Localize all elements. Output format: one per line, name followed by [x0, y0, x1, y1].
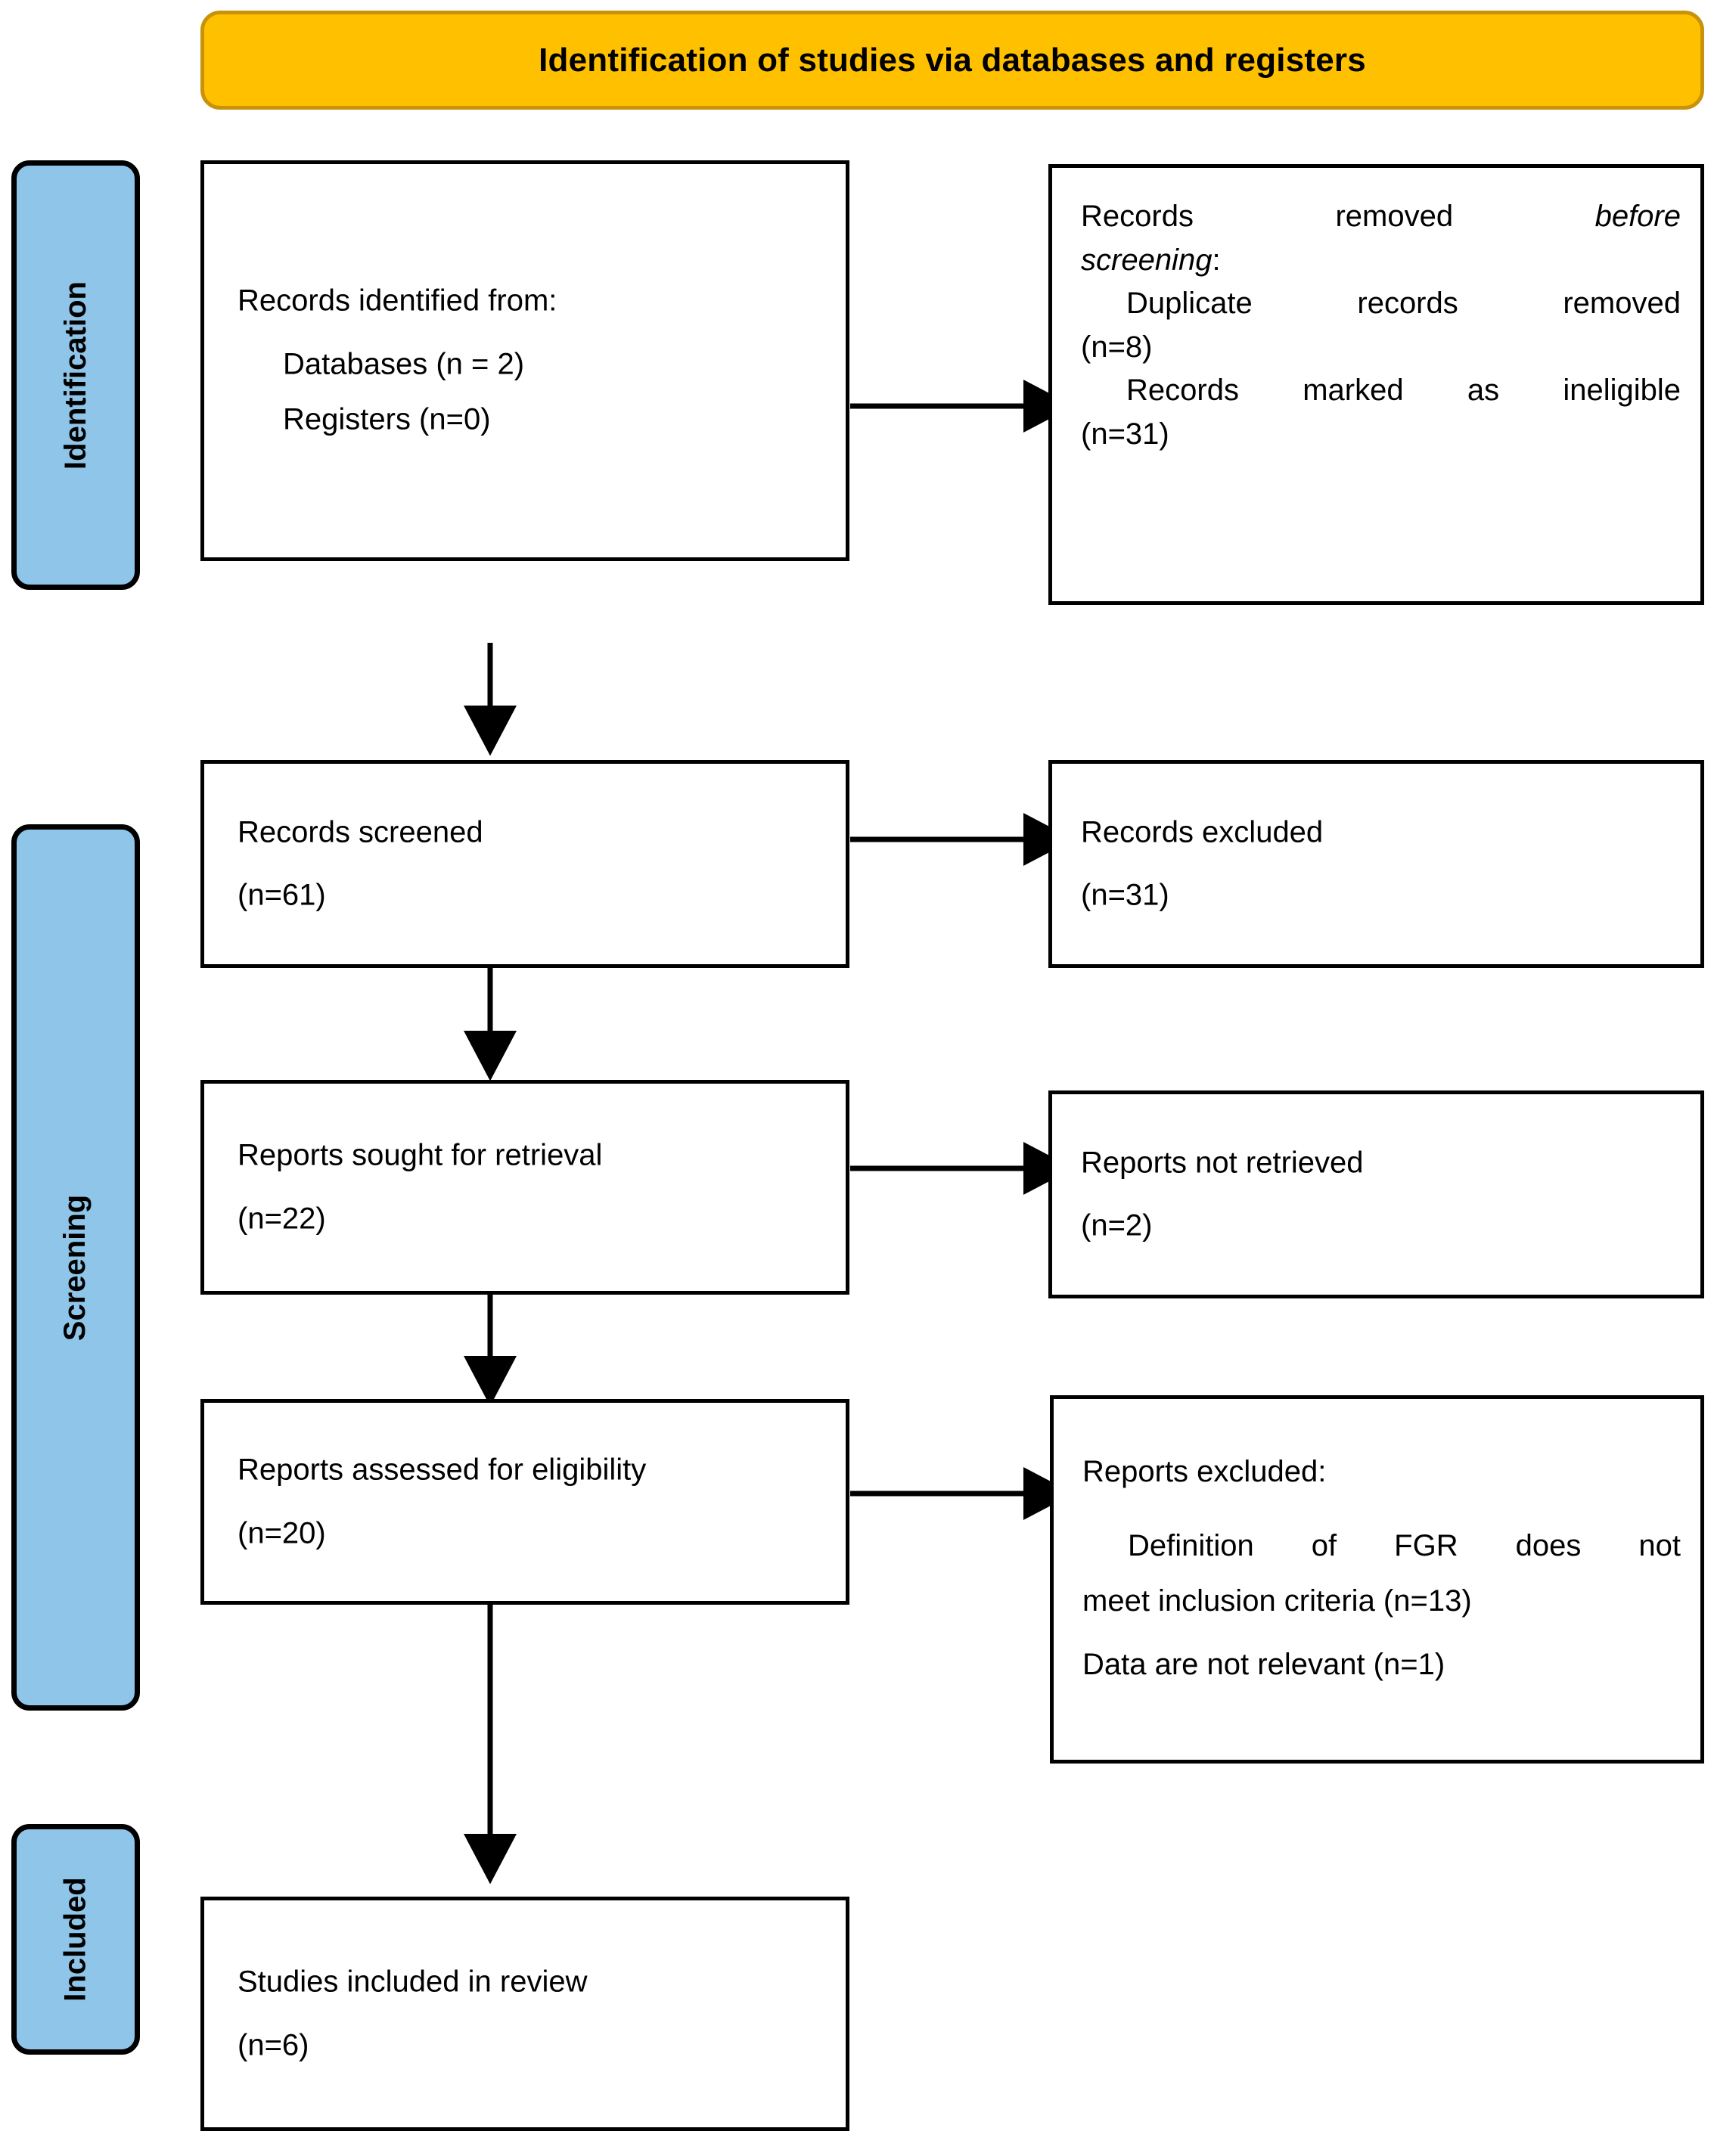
reports-not-retrieved-count: (n=2) [1081, 1208, 1153, 1242]
records-removed-colon: : [1212, 243, 1221, 277]
node-records-identified: Records identified from: Databases (n = … [200, 160, 849, 561]
records-removed-heading-italic: before [1594, 200, 1681, 233]
header-title: Identification of studies via databases … [539, 41, 1366, 79]
node-reports-excluded: Reports excluded: Definition of FGR does… [1050, 1395, 1704, 1764]
duplicate-records-removed-count: (n=8) [1081, 330, 1153, 364]
reports-not-retrieved-label: Reports not retrieved [1081, 1145, 1364, 1179]
records-marked-ineligible-label: Records marked as ineligible [1126, 374, 1681, 408]
node-records-excluded: Records excluded (n=31) [1048, 760, 1704, 968]
phase-sidebar-screening: Screening [11, 824, 140, 1711]
records-removed-heading-line-1: Records removed before [1081, 195, 1681, 239]
records-removed-heading-line-2: screening: [1081, 239, 1681, 283]
records-screened-label: Records screened [238, 814, 483, 848]
records-excluded-count: (n=31) [1081, 878, 1169, 912]
records-excluded-label: Records excluded [1081, 814, 1324, 848]
studies-included-count: (n=6) [238, 2028, 309, 2061]
phase-label-included: Included [58, 1877, 92, 2002]
records-marked-ineligible-count: (n=31) [1081, 417, 1169, 451]
node-reports-assessed: Reports assessed for eligibility (n=20) [200, 1399, 849, 1605]
phase-sidebar-identification: Identification [11, 160, 140, 590]
phase-label-screening: Screening [58, 1194, 92, 1341]
reports-sought-label: Reports sought for retrieval [238, 1138, 603, 1172]
records-identified-databases: Databases (n = 2) [283, 347, 525, 381]
reports-assessed-label: Reports assessed for eligibility [238, 1453, 647, 1487]
node-studies-included: Studies included in review (n=6) [200, 1897, 849, 2131]
phase-sidebar-included: Included [11, 1824, 140, 2055]
records-identified-registers: Registers (n=0) [283, 402, 491, 436]
reports-excluded-reason-1-part-1: Definition of FGR does not [1128, 1528, 1681, 1562]
records-removed-heading-text: Records removed [1081, 200, 1454, 233]
records-removed-screening-italic: screening [1081, 243, 1213, 277]
node-records-screened: Records screened (n=61) [200, 760, 849, 968]
node-records-removed-before-screening: Records removed before screening: Duplic… [1048, 164, 1704, 605]
diagram-header-banner: Identification of studies via databases … [200, 11, 1704, 110]
studies-included-label: Studies included in review [238, 1965, 588, 1999]
reports-excluded-reason-1-part-2: meet inclusion criteria (n=13) [1082, 1584, 1472, 1618]
records-screened-count: (n=61) [238, 878, 326, 912]
reports-excluded-heading: Reports excluded: [1082, 1455, 1327, 1488]
node-reports-not-retrieved: Reports not retrieved (n=2) [1048, 1090, 1704, 1298]
node-reports-sought: Reports sought for retrieval (n=22) [200, 1080, 849, 1295]
reports-excluded-reason-2: Data are not relevant (n=1) [1082, 1647, 1445, 1681]
reports-assessed-count: (n=20) [238, 1516, 326, 1550]
records-identified-line-1: Records identified from: [238, 284, 557, 318]
reports-sought-count: (n=22) [238, 1202, 326, 1235]
duplicate-records-removed-label: Duplicate records removed [1126, 287, 1681, 321]
phase-label-identification: Identification [58, 281, 92, 470]
